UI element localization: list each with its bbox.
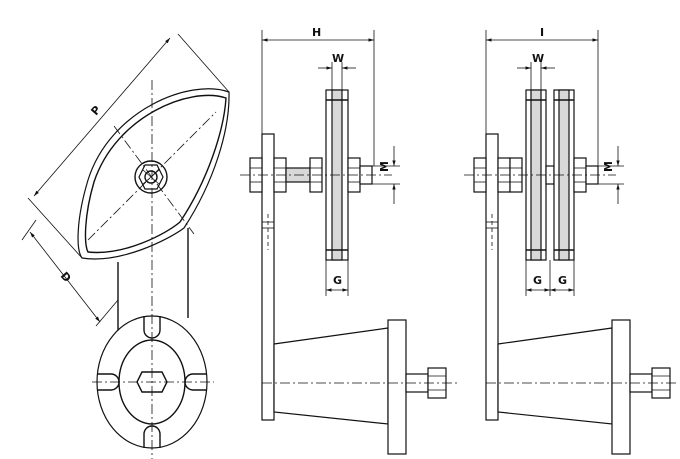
- left-view: P D: [21, 33, 230, 459]
- label-G-middle: G: [333, 274, 342, 287]
- dimension-M-middle: M: [372, 146, 400, 204]
- dimension-W-right: W: [517, 52, 555, 90]
- dimension-G-right: G G: [525, 260, 575, 296]
- bolt-assembly-right: [473, 157, 523, 193]
- label-W-right: W: [532, 52, 544, 65]
- label-M-middle: M: [378, 161, 391, 172]
- dimension-W-middle: W: [318, 52, 356, 90]
- mounting-plate: [261, 133, 275, 421]
- support-arm: [117, 228, 189, 332]
- label-I: I: [540, 26, 544, 39]
- label-G-right-1: G: [533, 274, 542, 287]
- dimension-G-middle: G: [325, 260, 349, 296]
- dimension-I: I: [485, 26, 599, 166]
- dimension-M-right: M: [598, 146, 624, 204]
- label-P: P: [88, 103, 103, 118]
- right-view: I W M G G: [464, 26, 678, 455]
- lower-cylinder-right: [486, 319, 678, 455]
- label-H: H: [312, 26, 321, 39]
- label-M-right: M: [602, 161, 615, 172]
- dimension-H: H: [261, 26, 375, 166]
- mounting-plate-right: [485, 133, 499, 421]
- dimension-D: D: [21, 219, 119, 327]
- label-G-right-2: G: [558, 274, 567, 287]
- label-W-middle: W: [332, 52, 344, 65]
- lower-cylinder: [262, 319, 460, 455]
- label-D: D: [58, 269, 74, 284]
- middle-view: H W M G: [240, 26, 460, 455]
